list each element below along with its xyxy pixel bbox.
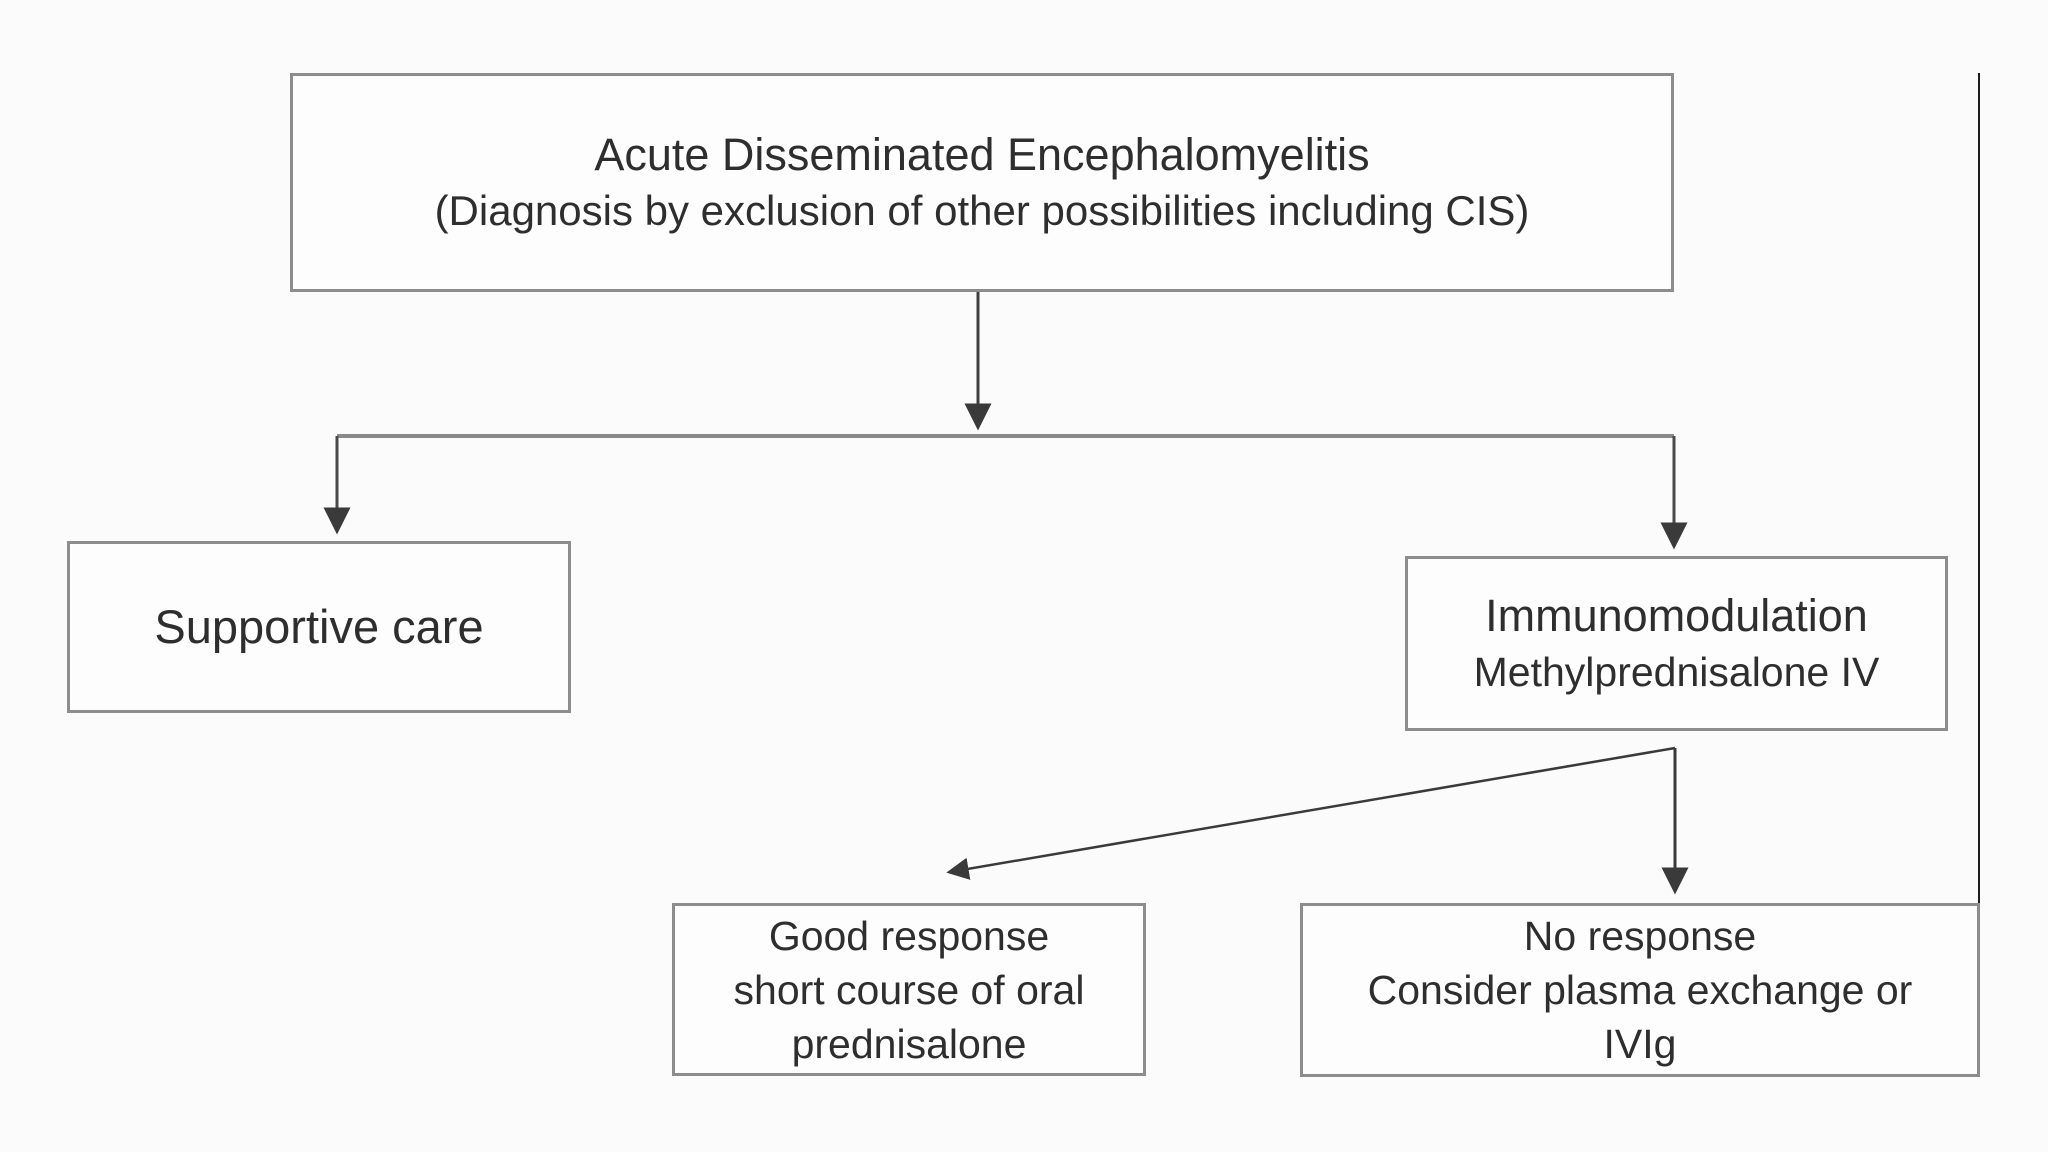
node-supportive-care: Supportive care	[67, 541, 571, 713]
node-good-response-line2: short course of oral	[733, 966, 1085, 1013]
node-adem-title: Acute Disseminated Encephalomyelitis	[594, 128, 1370, 180]
node-immunomodulation: Immunomodulation Methylprednisalone IV	[1405, 556, 1948, 731]
node-good-response-line3: prednisalone	[791, 1020, 1027, 1067]
node-immunomodulation-subtitle: Methylprednisalone IV	[1473, 648, 1880, 695]
node-good-response: Good response short course of oral predn…	[672, 903, 1146, 1076]
node-no-response-title: No response	[1523, 913, 1757, 959]
node-good-response-title: Good response	[768, 912, 1050, 959]
node-no-response: No response Consider plasma exchange or …	[1300, 903, 1980, 1077]
node-supportive-care-title: Supportive care	[154, 600, 484, 653]
node-no-response-line3: IVIg	[1603, 1021, 1677, 1067]
node-no-response-line2: Consider plasma exchange or	[1367, 967, 1913, 1013]
node-adem-subtitle: (Diagnosis by exclusion of other possibi…	[434, 186, 1530, 234]
node-adem: Acute Disseminated Encephalomyelitis (Di…	[290, 73, 1674, 292]
node-immunomodulation-title: Immunomodulation	[1485, 589, 1868, 641]
